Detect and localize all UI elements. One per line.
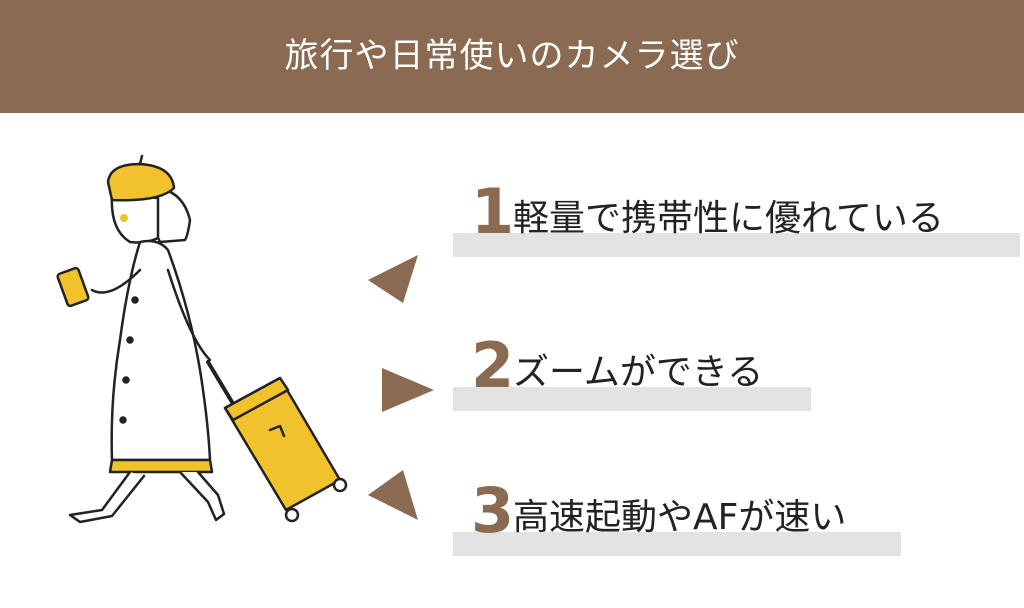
item-number: 1 bbox=[471, 175, 515, 248]
highlight-bar bbox=[453, 532, 901, 556]
feature-item-3: 3 高速起動やAFが速い bbox=[453, 476, 901, 556]
arrow-icon bbox=[382, 368, 434, 412]
woman-with-suitcase-illustration bbox=[56, 154, 348, 524]
header-banner: 旅行や日常使いのカメラ選び bbox=[0, 0, 1024, 113]
arrow-icon bbox=[368, 255, 418, 303]
arrow-icon bbox=[368, 470, 418, 520]
page-title: 旅行や日常使いのカメラ選び bbox=[284, 36, 740, 76]
item-number: 2 bbox=[471, 329, 515, 402]
highlight-bar bbox=[453, 233, 1020, 257]
highlight-bar bbox=[453, 387, 811, 411]
item-text: 高速起動やAFが速い bbox=[513, 497, 847, 538]
item-text: ズームができる bbox=[513, 352, 764, 393]
item-number: 3 bbox=[471, 474, 515, 547]
item-text: 軽量で携帯性に優れている bbox=[513, 198, 944, 239]
feature-item-2: 2 ズームができる bbox=[453, 331, 811, 411]
feature-item-1: 1 軽量で携帯性に優れている bbox=[453, 177, 1020, 257]
